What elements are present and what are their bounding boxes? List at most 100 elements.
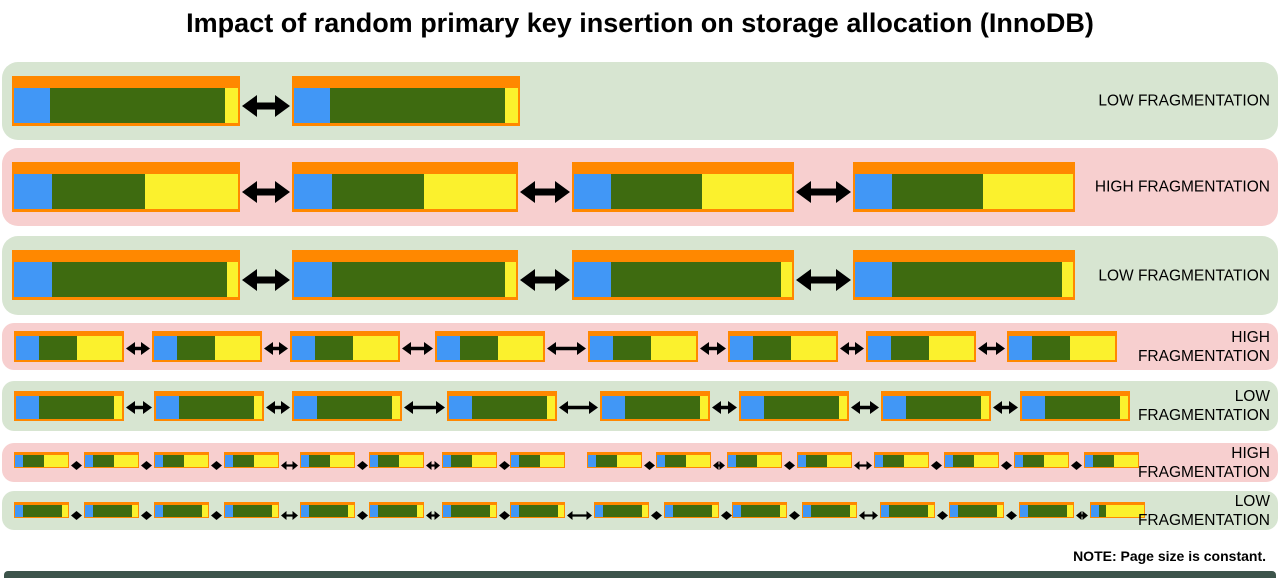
link-arrow-icon: [426, 507, 440, 525]
link-arrow-icon: [1071, 457, 1082, 475]
row-label: LOW FRAGMENTATION: [1098, 92, 1270, 110]
page: [1020, 391, 1130, 421]
page-data-segment: [906, 396, 981, 419]
link-arrow-icon: [141, 507, 152, 525]
page-free-segment: [980, 396, 989, 419]
page-free-segment: [1106, 505, 1144, 517]
page-data-segment: [672, 505, 712, 517]
page: [732, 502, 787, 518]
page-free-segment: [982, 174, 1073, 209]
page: [14, 502, 69, 518]
page-header-segment: [16, 336, 40, 360]
link-arrow-icon: [978, 341, 1005, 360]
page-free-segment: [641, 505, 648, 517]
page-data-segment: [891, 336, 930, 360]
page: [435, 331, 545, 362]
page-header-segment: [225, 505, 233, 517]
link-arrow-icon: [721, 507, 732, 525]
page-free-segment: [271, 505, 278, 517]
page-data-segment: [764, 396, 839, 419]
page-free-segment: [827, 455, 851, 467]
page-data-segment: [1032, 336, 1071, 360]
page-data-segment: [179, 396, 254, 419]
page-data-segment: [611, 174, 702, 209]
page-free-segment: [44, 455, 68, 467]
page: [600, 391, 710, 421]
band-high-fragmentation-4: HIGH FRAGMENTATION: [2, 323, 1278, 370]
page-data-segment: [232, 455, 255, 467]
page: [290, 331, 400, 362]
page: [12, 250, 240, 300]
page-free-segment: [131, 505, 138, 517]
page-data-segment: [308, 505, 348, 517]
page: [1019, 502, 1074, 518]
page: [587, 452, 642, 468]
link-arrow-icon: [567, 507, 592, 525]
page-free-segment: [540, 455, 564, 467]
link-arrow-icon: [211, 507, 222, 525]
page-header-segment: [574, 174, 612, 209]
page: [369, 502, 424, 518]
page-data-segment: [595, 455, 618, 467]
link-arrow-icon: [712, 401, 737, 419]
page-header-segment: [155, 505, 163, 517]
page-header-segment: [1091, 505, 1099, 517]
page-header-segment: [728, 455, 736, 467]
link-arrow-icon: [851, 401, 879, 419]
page-header-segment: [437, 336, 461, 360]
page-data-segment: [753, 336, 792, 360]
page-header-segment: [1009, 336, 1033, 360]
page-data-segment: [1098, 505, 1107, 517]
page: [442, 502, 497, 518]
link-arrow-icon: [644, 457, 655, 475]
link-arrow-icon: [796, 180, 851, 208]
page-free-segment: [557, 505, 564, 517]
page: [588, 331, 698, 362]
page-header-segment: [798, 455, 806, 467]
row-label: HIGH FRAGMENTATION: [1137, 328, 1270, 365]
page-header-segment: [294, 262, 332, 297]
link-arrow-icon: [937, 507, 948, 525]
page-header-segment: [665, 505, 673, 517]
page-header-segment: [301, 455, 309, 467]
link-arrow-icon: [281, 457, 298, 475]
page-free-segment: [399, 455, 423, 467]
page-data-segment: [518, 455, 541, 467]
page-header-segment: [14, 88, 50, 123]
link-arrow-icon: [789, 507, 800, 525]
page: [664, 502, 719, 518]
page-header-segment: [574, 262, 612, 297]
page: [728, 331, 838, 362]
page-header-segment: [875, 455, 883, 467]
page: [866, 331, 976, 362]
page: [944, 452, 999, 468]
link-arrow-icon: [281, 507, 298, 525]
page-data-segment: [613, 336, 652, 360]
page-data-segment: [740, 505, 780, 517]
page-header-segment: [1085, 455, 1093, 467]
link-arrow-icon: [559, 401, 598, 419]
link-arrow-icon: [796, 268, 851, 296]
page-data-segment: [52, 262, 227, 297]
page-header-segment: [370, 505, 378, 517]
band-low-fragmentation-7: LOW FRAGMENTATION: [2, 491, 1278, 530]
link-arrow-icon: [264, 341, 288, 360]
page-header-segment: [294, 88, 330, 123]
band-low-fragmentation-1: LOW FRAGMENTATION: [2, 62, 1278, 140]
page-data-segment: [39, 336, 78, 360]
link-arrow-icon: [784, 457, 795, 475]
page-header-segment: [294, 396, 318, 419]
page-data-segment: [39, 396, 114, 419]
page-data-segment: [602, 505, 642, 517]
page: [1084, 452, 1139, 468]
page-data-segment: [1045, 396, 1120, 419]
page-data-segment: [315, 336, 354, 360]
link-arrow-icon: [426, 457, 440, 475]
page-header-segment: [155, 455, 163, 467]
page-data-segment: [450, 455, 473, 467]
page-free-segment: [215, 336, 260, 360]
page-header-segment: [730, 336, 754, 360]
page-free-segment: [423, 174, 516, 209]
page-data-segment: [518, 505, 558, 517]
page-data-segment: [888, 505, 928, 517]
